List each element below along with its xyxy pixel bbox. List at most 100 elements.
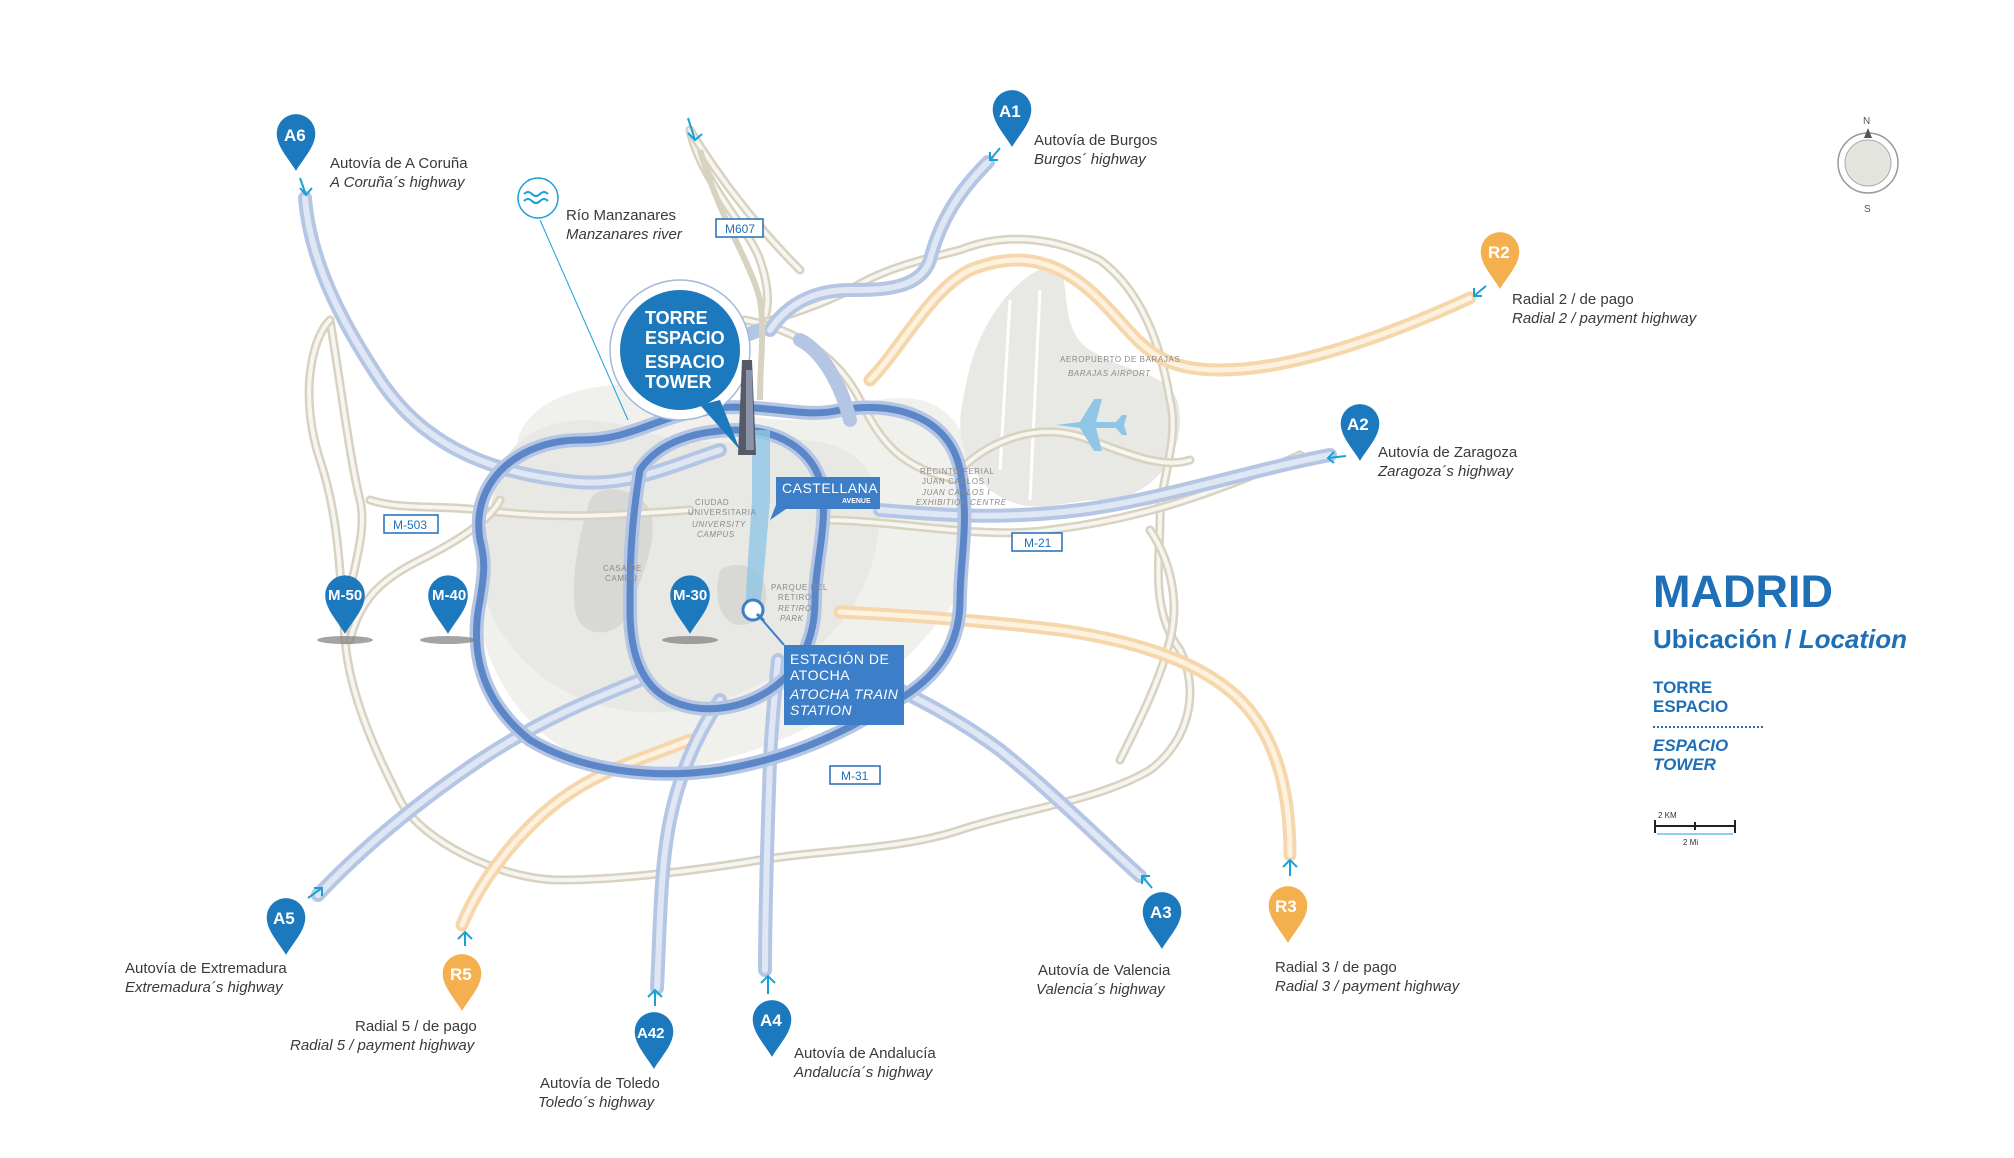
- district-ciudad-l2: UNIVERSITARIA: [688, 508, 757, 517]
- svg-text:M-50: M-50: [328, 587, 362, 604]
- tower-line-1: TORRE: [645, 308, 708, 328]
- map-title: MADRID: [1653, 566, 1833, 617]
- district-retiro-l2: RETIRO: [778, 593, 812, 602]
- pin-r2: R2: [1473, 232, 1520, 297]
- district-ciudad-l4: CAMPUS: [697, 530, 735, 539]
- a1-label-en: Burgos´ highway: [1034, 151, 1147, 168]
- svg-text:M-31: M-31: [841, 769, 869, 783]
- tower-line-4: TOWER: [645, 372, 712, 392]
- train-station-icon: [741, 598, 766, 623]
- compass-south: S: [1864, 204, 1871, 215]
- svg-text:A6: A6: [284, 126, 306, 145]
- district-retiro-l4: PARK: [780, 614, 804, 623]
- pin-r3: R3: [1268, 858, 1308, 943]
- a3-label-es: Autovía de Valencia: [1038, 962, 1171, 979]
- svg-text:A42: A42: [637, 1025, 665, 1042]
- legend-item-es-line1: TORRE: [1653, 678, 1712, 697]
- a6-label-es: Autovía de A Coruña: [330, 155, 468, 172]
- tower-line-3: ESPACIO: [645, 352, 725, 372]
- tower-line-2: ESPACIO: [645, 328, 725, 348]
- a5-label-es: Autovía de Extremadura: [125, 960, 287, 977]
- river-name-es: Río Manzanares: [566, 207, 676, 224]
- atocha-line-3: ATOCHA TRAIN: [789, 686, 899, 702]
- svg-text:M-503: M-503: [393, 518, 427, 532]
- a42-label-es: Autovía de Toledo: [540, 1075, 660, 1092]
- pin-a1: A1: [989, 90, 1032, 161]
- svg-text:M-30: M-30: [673, 587, 707, 604]
- a42-label-en: Toledo´s highway: [538, 1094, 656, 1111]
- a4-label-es: Autovía de Andalucía: [794, 1045, 936, 1062]
- pin-a6: A6: [276, 114, 316, 197]
- water-waves-icon: [517, 177, 559, 219]
- svg-text:A2: A2: [1347, 415, 1369, 434]
- castellana-pointer: [770, 505, 786, 520]
- pin-a3: A3: [1141, 875, 1182, 949]
- pin-a4: A4: [752, 974, 792, 1057]
- legend-item-es-line2: ESPACIO: [1653, 697, 1728, 716]
- district-ifema-l2: JUAN CARLOS I: [922, 477, 990, 486]
- road-badge-m31: M-31: [829, 765, 881, 785]
- a4-label-en: Andalucía´s highway: [793, 1064, 934, 1081]
- district-retiro-l3: RETIRO: [778, 604, 812, 613]
- r5-label-es: Radial 5 / de pago: [355, 1018, 477, 1035]
- road-badge-m21: M-21: [1011, 532, 1063, 552]
- pin-m40: M-40: [420, 575, 476, 644]
- svg-text:A3: A3: [1150, 903, 1172, 922]
- map-subtitle: Ubicación /Location: [1653, 624, 1907, 654]
- district-ifema-l3: JUAN CARLOS I: [921, 488, 990, 497]
- a5-label-en: Extremadura´s highway: [125, 979, 284, 996]
- atocha-line-4: STATION: [790, 702, 852, 718]
- r2-label-en: Radial 2 / payment highway: [1512, 310, 1698, 327]
- svg-text:A5: A5: [273, 909, 295, 928]
- pin-r5: R5: [442, 930, 482, 1011]
- airport-name-es: AEROPUERTO DE BARAJAS: [1060, 355, 1180, 364]
- scale-bar: [1654, 820, 1736, 835]
- atocha-box: [784, 645, 904, 725]
- road-badge-m503: M-503: [383, 514, 439, 534]
- castellana-sublabel: AVENUE: [842, 498, 871, 505]
- a2-label-es: Autovía de Zaragoza: [1378, 444, 1518, 461]
- svg-text:M607: M607: [725, 222, 755, 236]
- compass-icon: [1837, 128, 1899, 194]
- a2-label-en: Zaragoza´s highway: [1377, 463, 1515, 480]
- airport-name-en: BARAJAS AIRPORT: [1068, 369, 1151, 378]
- r2-label-es: Radial 2 / de pago: [1512, 291, 1634, 308]
- svg-text:M-21: M-21: [1024, 536, 1052, 550]
- river-leader-line: [539, 219, 629, 421]
- r3-label-en: Radial 3 / payment highway: [1275, 978, 1461, 995]
- legend-item-en-line2: TOWER: [1653, 755, 1717, 774]
- road-badge-m607: M607: [715, 218, 764, 238]
- pin-m30: M-30: [662, 575, 718, 644]
- district-ifema-l1: RECINTO FERIAL: [920, 467, 995, 476]
- district-casa-l2: CAMPO: [605, 574, 637, 583]
- district-ifema-l4: EXHIBITION CENTRE: [916, 498, 1007, 507]
- r5-label-en: Radial 5 / payment highway: [290, 1037, 476, 1054]
- pin-a42: A42: [634, 988, 674, 1069]
- district-retiro-l1: PARQUE DEL: [771, 583, 828, 592]
- scale-mi: 2 Mi: [1683, 838, 1698, 847]
- compass-north: N: [1863, 116, 1870, 127]
- pin-a5: A5: [266, 887, 323, 955]
- r3-label-es: Radial 3 / de pago: [1275, 959, 1397, 976]
- legend-item-en-line1: ESPACIO: [1653, 736, 1728, 755]
- district-casa-l1: CASA DE: [603, 564, 642, 573]
- castellana-label: CASTELLANA: [782, 480, 878, 496]
- svg-text:A1: A1: [999, 102, 1021, 121]
- atocha-line-1: ESTACIÓN DE: [790, 651, 889, 667]
- castellana-avenue: [697, 149, 770, 610]
- svg-text:M-40: M-40: [432, 587, 466, 604]
- district-ciudad-l3: UNIVERSITY: [692, 520, 746, 529]
- a6-label-en: A Coruña´s highway: [329, 174, 466, 191]
- torre-espacio-callout: [609, 279, 756, 455]
- svg-text:R3: R3: [1275, 897, 1297, 916]
- river-name-en: Manzanares river: [566, 226, 683, 243]
- svg-text:A4: A4: [760, 1011, 782, 1030]
- toll-roads: [455, 253, 1477, 932]
- scale-km: 2 KM: [1658, 811, 1677, 820]
- pin-m50: M-50: [317, 575, 373, 644]
- castellana-box: [776, 477, 880, 509]
- a3-label-en: Valencia´s highway: [1036, 981, 1166, 998]
- svg-text:R5: R5: [450, 965, 472, 984]
- map-subtitle-en: Location: [1799, 624, 1907, 654]
